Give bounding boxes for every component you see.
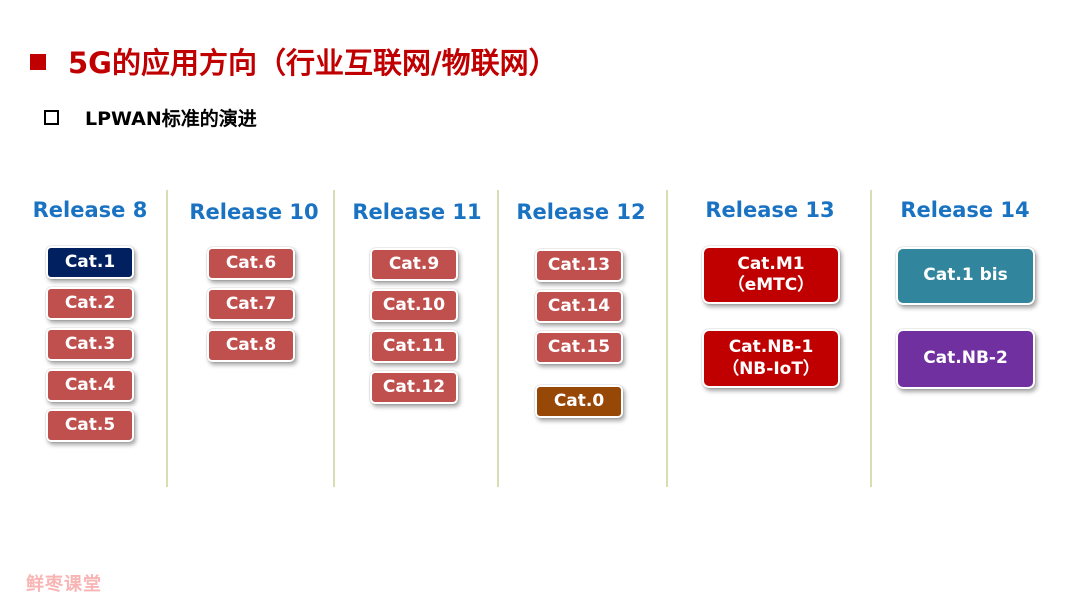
cat-box-cat4: Cat.4 bbox=[46, 369, 134, 402]
cat-box-cat14: Cat.14 bbox=[535, 290, 623, 323]
cat-box-cat9: Cat.9 bbox=[370, 248, 458, 281]
cat-label: Cat.8 bbox=[225, 334, 277, 355]
column-divider bbox=[666, 190, 668, 487]
cat-sublabel: （NB-IoT） bbox=[722, 358, 820, 379]
cat-label: Cat.1 bis bbox=[923, 265, 1008, 286]
cat-box-cat15: Cat.15 bbox=[535, 331, 623, 364]
cat-box-catnb1: Cat.NB-1 （NB-IoT） bbox=[702, 329, 840, 388]
column-divider bbox=[166, 190, 168, 487]
cat-label: Cat.NB-2 bbox=[923, 348, 1008, 369]
cat-box-catnb2: Cat.NB-2 bbox=[896, 329, 1035, 389]
cat-label: Cat.11 bbox=[382, 335, 446, 356]
cat-box-cat3: Cat.3 bbox=[46, 328, 134, 361]
cat-label: Cat.10 bbox=[382, 294, 446, 315]
release-11-heading: Release 11 bbox=[352, 200, 482, 224]
cat-box-catm1: Cat.M1 （eMTC） bbox=[702, 246, 840, 304]
cat-label: Cat.13 bbox=[547, 254, 611, 275]
watermark: 鲜枣课堂 bbox=[26, 574, 102, 595]
cat-label: Cat.NB-1 bbox=[728, 337, 814, 358]
cat-box-cat5: Cat.5 bbox=[46, 409, 134, 442]
cat-label: Cat.3 bbox=[64, 333, 116, 354]
cat-box-cat11: Cat.11 bbox=[370, 330, 458, 363]
cat-label: Cat.5 bbox=[64, 414, 116, 435]
cat-label: Cat.7 bbox=[225, 293, 277, 314]
cat-label: Cat.4 bbox=[64, 374, 116, 395]
cat-sublabel: （eMTC） bbox=[727, 275, 815, 295]
cat-label: Cat.12 bbox=[382, 376, 446, 397]
cat-box-cat6: Cat.6 bbox=[207, 247, 295, 280]
cat-box-cat1: Cat.1 bbox=[46, 246, 134, 279]
release-10-heading: Release 10 bbox=[189, 200, 319, 224]
cat-box-cat12: Cat.12 bbox=[370, 371, 458, 404]
red-square-bullet-icon bbox=[30, 54, 46, 70]
cat-label: Cat.0 bbox=[553, 390, 605, 411]
slide-title-text: 5G的应用方向（行业互联网/物联网） bbox=[68, 46, 558, 80]
release-8-heading: Release 8 bbox=[32, 198, 148, 222]
cat-box-cat1bis: Cat.1 bis bbox=[896, 247, 1035, 305]
column-divider bbox=[333, 190, 335, 487]
hollow-square-bullet-icon bbox=[44, 110, 59, 125]
cat-label: Cat.14 bbox=[547, 295, 611, 316]
cat-box-cat0: Cat.0 bbox=[535, 385, 623, 418]
cat-box-cat10: Cat.10 bbox=[370, 289, 458, 322]
slide-subtitle: LPWAN标准的演进 bbox=[44, 104, 257, 131]
cat-label: Cat.M1 bbox=[737, 253, 805, 274]
cat-label: Cat.15 bbox=[547, 336, 611, 357]
column-divider bbox=[870, 190, 872, 487]
cat-box-cat13: Cat.13 bbox=[535, 249, 623, 282]
slide-title: 5G的应用方向（行业互联网/物联网） bbox=[30, 40, 558, 82]
slide-subtitle-text: LPWAN标准的演进 bbox=[85, 108, 257, 130]
release-14-heading: Release 14 bbox=[900, 198, 1030, 222]
cat-label: Cat.1 bbox=[64, 251, 116, 272]
cat-label: Cat.6 bbox=[225, 252, 277, 273]
cat-box-cat2: Cat.2 bbox=[46, 287, 134, 320]
release-12-heading: Release 12 bbox=[516, 200, 646, 224]
cat-label: Cat.2 bbox=[64, 292, 116, 313]
release-13-heading: Release 13 bbox=[705, 198, 835, 222]
cat-label: Cat.9 bbox=[388, 253, 440, 274]
column-divider bbox=[497, 190, 499, 487]
cat-box-cat7: Cat.7 bbox=[207, 288, 295, 321]
cat-box-cat8: Cat.8 bbox=[207, 329, 295, 362]
